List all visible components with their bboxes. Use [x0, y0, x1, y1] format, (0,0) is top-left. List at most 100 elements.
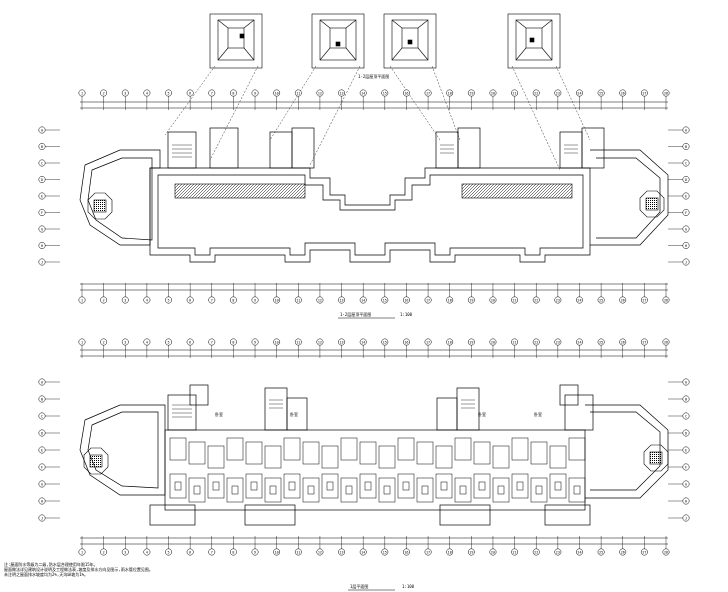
- grid-bubble-10: 10: [273, 548, 281, 556]
- grid-bubble-12: 12: [316, 338, 324, 346]
- svg-text:17: 17: [426, 550, 430, 554]
- room-label-4: 卧室: [534, 411, 542, 417]
- grid-bubble-14: 14: [359, 548, 367, 556]
- upper-roof-plan: [79, 127, 669, 263]
- grid-bubble-G: G: [682, 225, 690, 233]
- svg-text:A: A: [41, 380, 43, 384]
- svg-text:26: 26: [621, 91, 625, 95]
- svg-text:15: 15: [383, 340, 387, 344]
- svg-text:26: 26: [621, 550, 625, 554]
- upper-stair-treads: [172, 144, 578, 158]
- grid-bubble-G: G: [682, 480, 690, 488]
- svg-text:G: G: [685, 227, 687, 231]
- svg-text:C: C: [41, 414, 43, 418]
- svg-text:B: B: [685, 397, 687, 401]
- grid-bubble-23: 23: [554, 548, 562, 556]
- svg-text:12: 12: [318, 550, 322, 554]
- svg-text:4: 4: [146, 550, 148, 554]
- upper-top-dimension: [80, 101, 668, 109]
- svg-text:8: 8: [232, 298, 234, 302]
- svg-text:24: 24: [577, 550, 581, 554]
- grid-bubble-14: 14: [359, 89, 367, 97]
- grid-bubble-A: A: [38, 126, 46, 134]
- svg-text:7: 7: [211, 91, 213, 95]
- svg-text:10: 10: [275, 340, 279, 344]
- svg-text:E: E: [41, 194, 43, 198]
- svg-text:6: 6: [189, 298, 191, 302]
- lower-bottom-dimension: [80, 537, 668, 545]
- grid-bubble-E: E: [682, 192, 690, 200]
- svg-text:24: 24: [577, 340, 581, 344]
- grid-bubble-22: 22: [532, 89, 540, 97]
- grid-bubble-11: 11: [294, 548, 302, 556]
- grid-bubble-H: H: [38, 497, 46, 505]
- svg-text:21: 21: [513, 550, 517, 554]
- svg-text:27: 27: [642, 298, 646, 302]
- grid-bubble-3: 3: [121, 296, 129, 304]
- svg-text:D: D: [41, 431, 43, 435]
- svg-text:23: 23: [556, 91, 560, 95]
- svg-text:27: 27: [642, 340, 646, 344]
- grid-bubble-25: 25: [597, 548, 605, 556]
- svg-text:20: 20: [491, 298, 495, 302]
- grid-bubble-9: 9: [251, 548, 259, 556]
- grid-bubble-16: 16: [402, 548, 410, 556]
- svg-text:J: J: [41, 260, 43, 264]
- grid-bubble-10: 10: [273, 89, 281, 97]
- svg-text:10: 10: [275, 91, 279, 95]
- svg-text:8: 8: [232, 91, 234, 95]
- grid-bubble-6: 6: [186, 89, 194, 97]
- general-note-1: 注:屋面防水等级为二级,防水层合理使用年限15年。: [4, 561, 98, 567]
- grid-bubble-11: 11: [294, 89, 302, 97]
- grid-bubble-6: 6: [186, 338, 194, 346]
- grid-bubble-5: 5: [165, 89, 172, 97]
- grid-bubble-9: 9: [251, 296, 259, 304]
- svg-text:13: 13: [340, 340, 344, 344]
- grid-bubble-24: 24: [576, 338, 583, 346]
- grid-bubble-4: 4: [143, 89, 151, 97]
- svg-text:28: 28: [664, 550, 668, 554]
- svg-text:18: 18: [448, 340, 452, 344]
- grid-bubble-E: E: [682, 446, 690, 454]
- grid-bubble-20: 20: [489, 548, 497, 556]
- svg-text:B: B: [41, 397, 43, 401]
- grid-bubble-1: 1: [78, 296, 86, 304]
- grid-bubble-23: 23: [554, 89, 562, 97]
- svg-text:4: 4: [146, 340, 148, 344]
- lower-floor-plan: [79, 384, 669, 526]
- grid-bubble-19: 19: [467, 89, 475, 97]
- grid-bubble-4: 4: [143, 338, 151, 346]
- grid-bubble-C: C: [38, 159, 46, 167]
- svg-text:H: H: [41, 499, 43, 503]
- grid-bubble-15: 15: [381, 296, 389, 304]
- svg-text:H: H: [685, 244, 687, 248]
- upper-plan-title: 1-2层屋顶平面图: [340, 311, 371, 317]
- svg-text:J: J: [41, 516, 43, 520]
- svg-text:11: 11: [296, 91, 300, 95]
- grid-bubble-10: 10: [273, 338, 281, 346]
- grid-bubble-13: 13: [338, 338, 346, 346]
- upper-octagon-towers: [87, 190, 665, 220]
- grid-bubble-11: 11: [294, 338, 302, 346]
- upper-bottom-dimension: [80, 283, 668, 291]
- grid-bubble-H: H: [682, 242, 690, 249]
- roof-detail-group: [209, 13, 561, 69]
- grid-bubble-6: 6: [186, 548, 194, 556]
- svg-text:1: 1: [81, 91, 83, 95]
- svg-text:13: 13: [340, 550, 344, 554]
- grid-bubble-J: J: [38, 258, 46, 266]
- grid-bubble-4: 4: [143, 548, 151, 556]
- svg-text:9: 9: [254, 298, 256, 302]
- grid-bubble-22: 22: [532, 296, 540, 304]
- grid-bubble-3: 3: [121, 89, 129, 97]
- svg-text:27: 27: [642, 91, 646, 95]
- svg-text:2: 2: [103, 298, 105, 302]
- grid-bubble-2: 2: [100, 89, 108, 97]
- grid-bubble-A: A: [682, 126, 690, 134]
- grid-bubble-25: 25: [597, 338, 605, 346]
- svg-text:9: 9: [254, 550, 256, 554]
- grid-bubble-28: 28: [662, 548, 670, 556]
- grid-bubble-13: 13: [338, 548, 346, 556]
